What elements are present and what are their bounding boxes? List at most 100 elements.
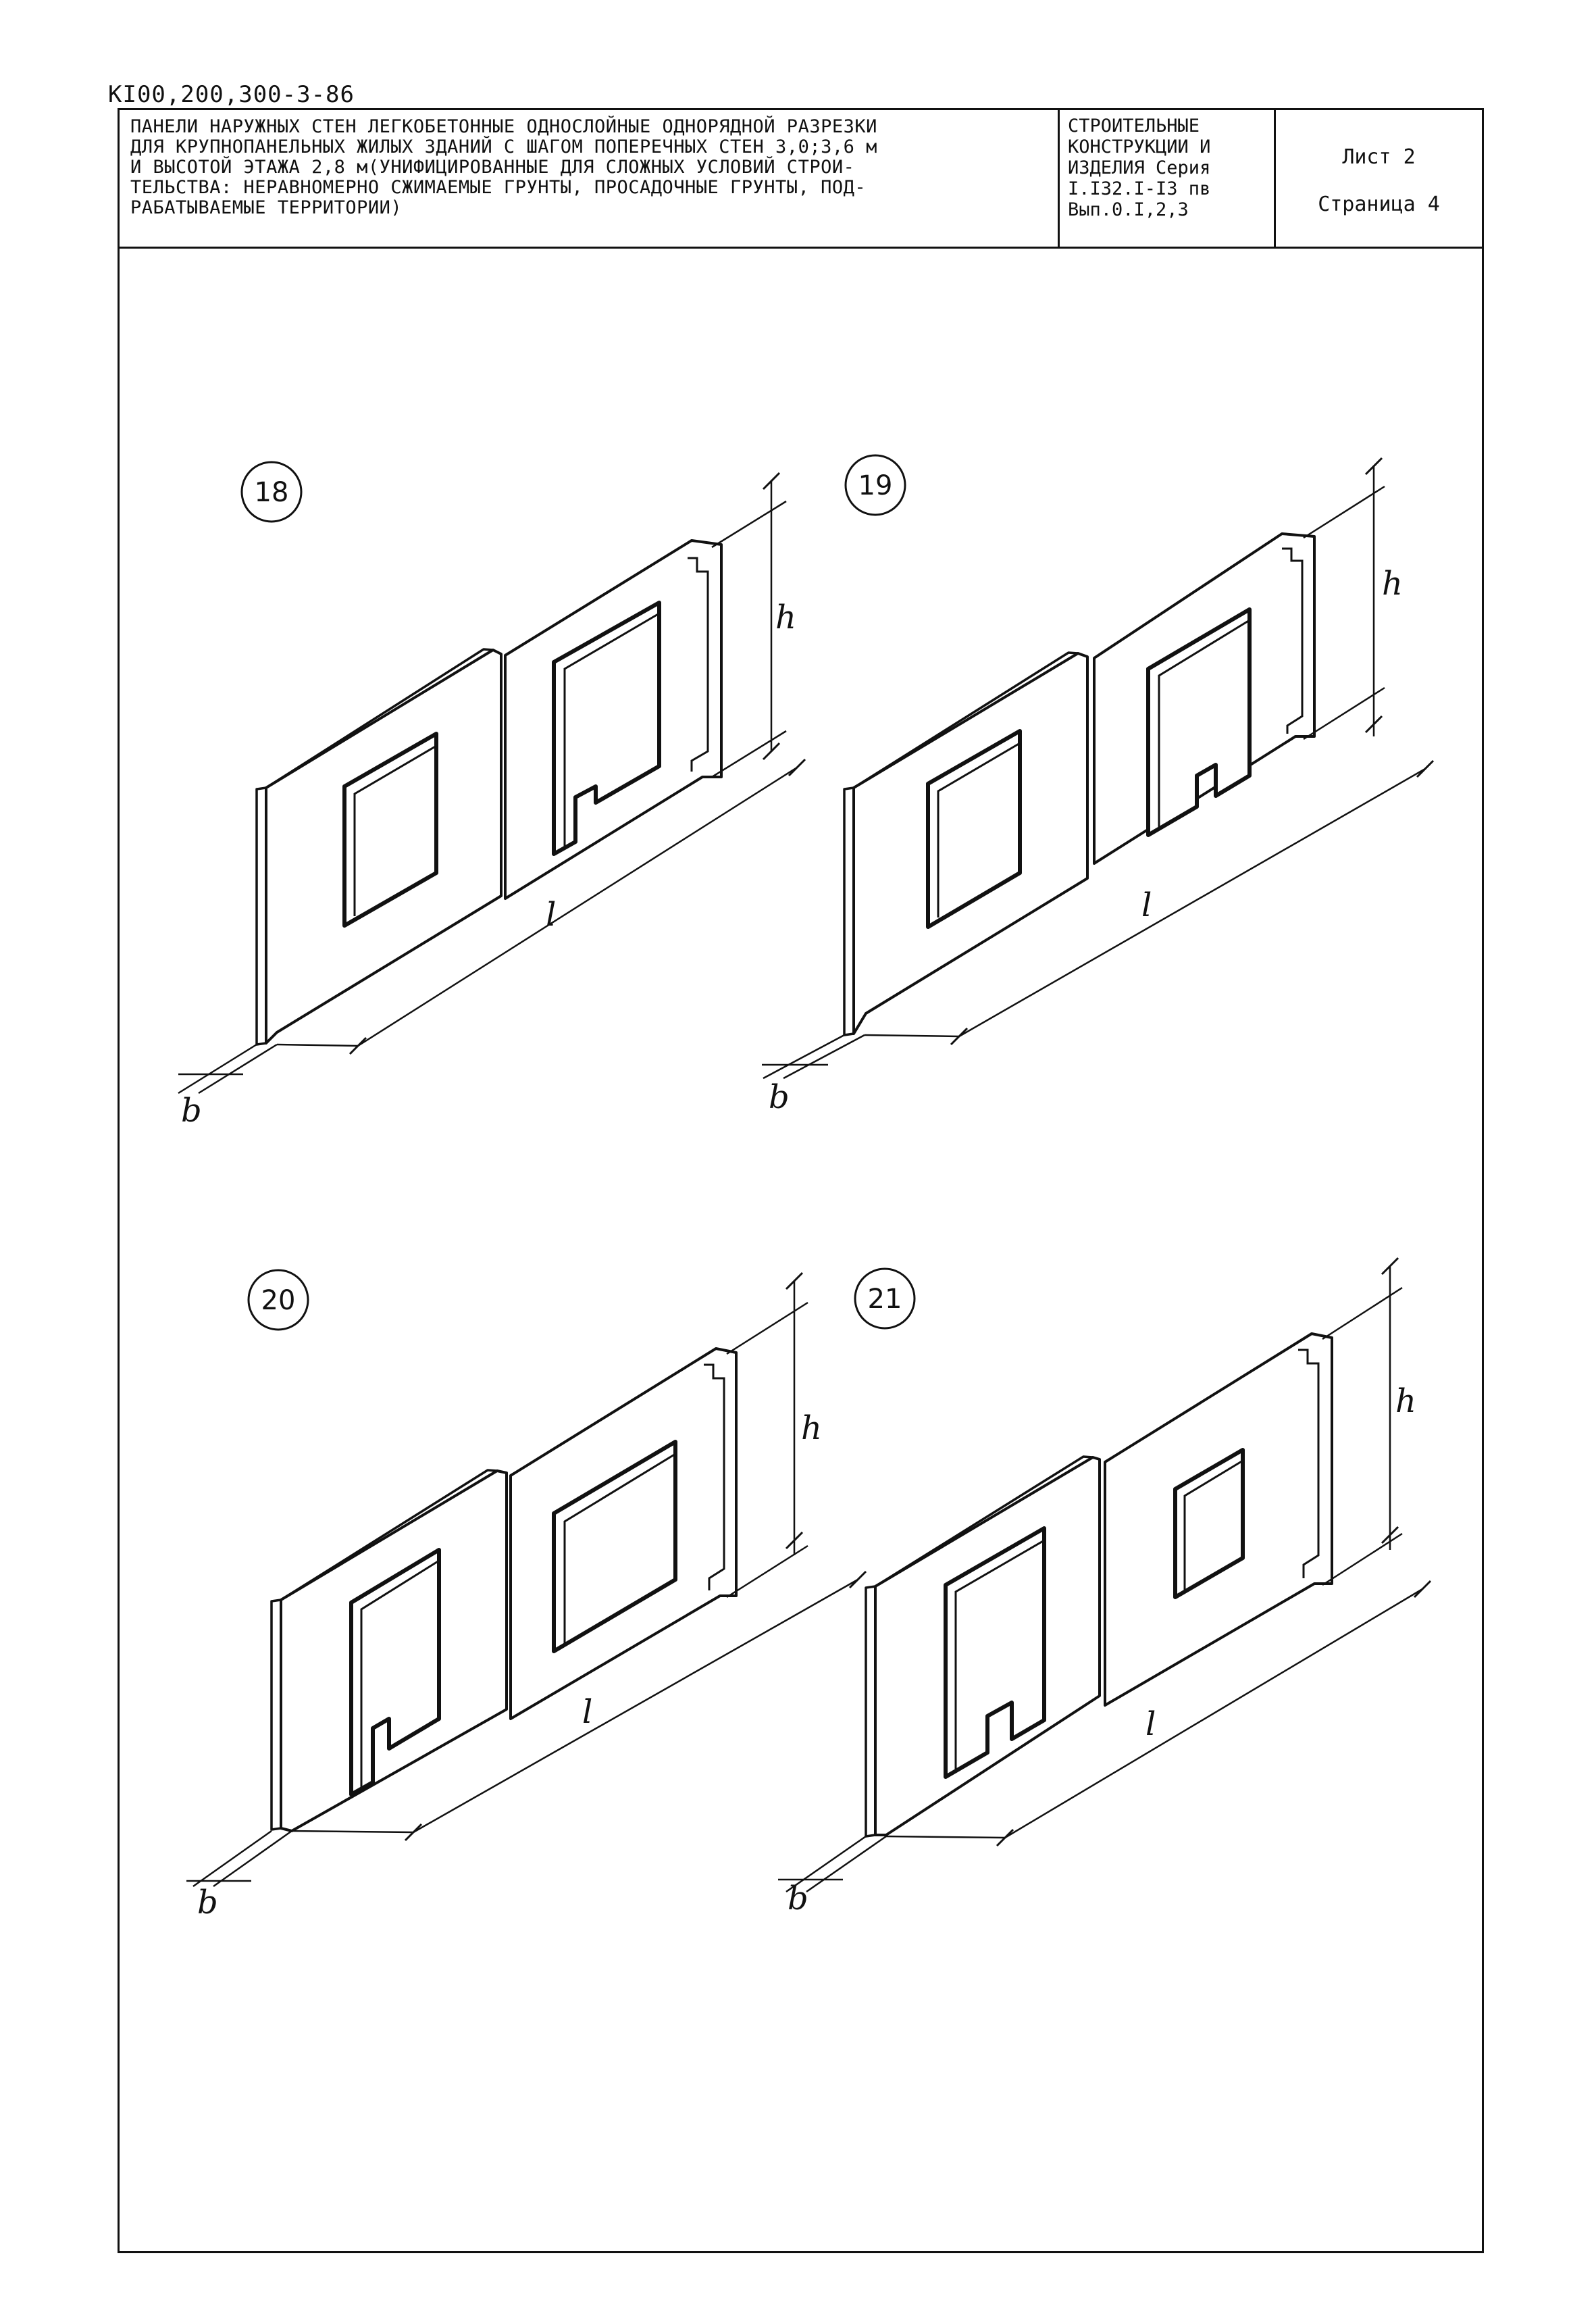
sheet-cell: Лист 2 Страница 4 bbox=[1276, 110, 1482, 247]
panel-edge bbox=[865, 1585, 877, 1838]
title-line: ПАНЕЛИ НАРУЖНЫХ СТЕН ЛЕГКОБЕТОННЫЕ ОДНОС… bbox=[130, 116, 877, 137]
length-label: l bbox=[582, 1693, 592, 1731]
figure-20: 20 h l b bbox=[186, 1269, 867, 1921]
length-label: l bbox=[546, 896, 556, 934]
dimension-tick bbox=[788, 758, 806, 777]
extension-line bbox=[213, 1830, 292, 1888]
dimension-line-l bbox=[958, 768, 1426, 1038]
extension-line bbox=[198, 1043, 278, 1095]
figure-number-circle bbox=[240, 461, 303, 523]
opening-reveal bbox=[563, 612, 660, 847]
dimension-tick bbox=[950, 1027, 969, 1046]
extension-line bbox=[178, 1043, 257, 1095]
dimension-line-l bbox=[1004, 1588, 1423, 1839]
panel-tongue-groove bbox=[688, 557, 709, 772]
figure-number: 21 bbox=[868, 1284, 902, 1315]
length-label: l bbox=[1145, 1705, 1156, 1743]
height-label: h bbox=[801, 1409, 822, 1447]
opening-reveal bbox=[360, 1559, 440, 1788]
dimension-line-l bbox=[413, 1578, 858, 1834]
thickness-label: b bbox=[769, 1078, 790, 1116]
panel-tongue-groove bbox=[704, 1363, 725, 1590]
drawing-frame: ПАНЕЛИ НАРУЖНЫХ СТЕН ЛЕГКОБЕТОННЫЕ ОДНОС… bbox=[118, 108, 1484, 2253]
dimension-line-l bbox=[357, 766, 798, 1047]
dimension-tick bbox=[1381, 1526, 1399, 1544]
panel-tongue-groove bbox=[1298, 1349, 1320, 1578]
opening-reveal bbox=[1183, 1459, 1243, 1590]
series-cell: СТРОИТЕЛЬНЫЕ КОНСТРУКЦИИ И ИЗДЕЛИЯ Серия… bbox=[1060, 110, 1276, 247]
series-line: СТРОИТЕЛЬНЫЕ bbox=[1068, 116, 1200, 136]
dimension-tick bbox=[349, 1036, 367, 1055]
extension-line bbox=[711, 500, 787, 549]
height-label: h bbox=[775, 599, 796, 636]
extension-line bbox=[290, 1830, 414, 1834]
panel-edge bbox=[255, 786, 267, 1046]
extension-line bbox=[1303, 686, 1385, 740]
figure-18: 18 h l b bbox=[178, 461, 806, 1130]
opening-reveal bbox=[954, 1539, 1045, 1770]
figure-number: 20 bbox=[261, 1285, 296, 1316]
window-opening bbox=[342, 732, 438, 928]
extension-line bbox=[192, 1830, 272, 1888]
figure-21: 21 h l b bbox=[778, 1257, 1432, 1917]
title-line: ДЛЯ КРУПНОПАНЕЛЬНЫХ ЖИЛЫХ ЗДАНИЙ С ШАГОМ… bbox=[130, 136, 877, 157]
window-opening bbox=[552, 1440, 677, 1653]
extension-line bbox=[783, 1034, 865, 1080]
sill-step bbox=[1196, 763, 1216, 777]
title-line: ТЕЛЬСТВА: НЕРАВНОМЕРНО СЖИМАЕМЫЕ ГРУНТЫ,… bbox=[130, 177, 867, 198]
page-number: Страница 4 bbox=[1318, 193, 1440, 216]
title-line: РАБАТЫВАЕМЫЕ ТЕРРИТОРИИ) bbox=[130, 197, 403, 218]
dimension-tick bbox=[996, 1828, 1014, 1847]
dimension-tick bbox=[785, 1531, 804, 1550]
series-line: ИЗДЕЛИЯ Серия bbox=[1068, 157, 1211, 178]
opening-reveal bbox=[563, 1453, 676, 1643]
thickness-label: b bbox=[197, 1884, 218, 1921]
window-opening bbox=[926, 729, 1022, 929]
extension-line bbox=[1322, 1286, 1403, 1340]
dimension-tick bbox=[1381, 1257, 1399, 1276]
series-line: КОНСТРУКЦИИ И bbox=[1068, 136, 1211, 157]
thickness-label: b bbox=[181, 1092, 202, 1130]
figure-number-circle bbox=[844, 454, 906, 516]
window-opening bbox=[1173, 1448, 1245, 1599]
extension-line bbox=[1322, 1532, 1403, 1586]
dimension-tick bbox=[1416, 759, 1435, 778]
panel-edge bbox=[843, 786, 855, 1036]
document-code: КI00,200,300-3-86 bbox=[108, 81, 355, 108]
opening-reveal bbox=[937, 742, 1021, 917]
extension-line bbox=[276, 1043, 359, 1047]
dimension-tick bbox=[404, 1823, 423, 1842]
title-block: ПАНЕЛИ НАРУЖНЫХ СТЕН ЛЕГКОБЕТОННЫЕ ОДНОС… bbox=[120, 110, 1482, 249]
extension-line bbox=[726, 1544, 808, 1599]
series-line: I.I32.I-I3 пв bbox=[1068, 178, 1211, 199]
dimension-tick bbox=[1413, 1580, 1432, 1599]
dimension-tick bbox=[1364, 457, 1383, 476]
dimension-tick bbox=[762, 472, 781, 491]
height-label: h bbox=[1382, 565, 1403, 603]
opening-reveal bbox=[353, 745, 437, 916]
sill-step bbox=[575, 785, 596, 799]
extension-line bbox=[806, 1835, 887, 1893]
extension-line bbox=[1303, 485, 1385, 539]
extension-line bbox=[726, 1301, 808, 1355]
dimension-tick bbox=[848, 1570, 867, 1589]
figure-number: 19 bbox=[858, 470, 893, 501]
height-label: h bbox=[1395, 1382, 1416, 1420]
panel-edge bbox=[270, 1599, 282, 1831]
thickness-label: b bbox=[788, 1880, 808, 1917]
figure-number-circle bbox=[247, 1269, 309, 1331]
panel-tongue-groove bbox=[1282, 547, 1304, 734]
extension-line bbox=[885, 1835, 1006, 1839]
dimension-tick bbox=[1364, 715, 1383, 734]
series-line: Вып.0.I,2,3 bbox=[1068, 199, 1189, 220]
extension-line bbox=[786, 1835, 867, 1893]
extension-line bbox=[864, 1034, 960, 1038]
length-label: l bbox=[1141, 886, 1152, 924]
figure-number: 18 bbox=[255, 477, 289, 508]
title-line: И ВЫСОТОЙ ЭТАЖА 2,8 м(УНИФИЦИРОВАННЫЕ ДЛ… bbox=[130, 157, 855, 178]
figure-19: 19 h l b bbox=[762, 454, 1435, 1116]
figure-number-circle bbox=[854, 1267, 916, 1330]
sill-step bbox=[372, 1717, 390, 1730]
sheet-number: Лист 2 bbox=[1342, 145, 1416, 169]
